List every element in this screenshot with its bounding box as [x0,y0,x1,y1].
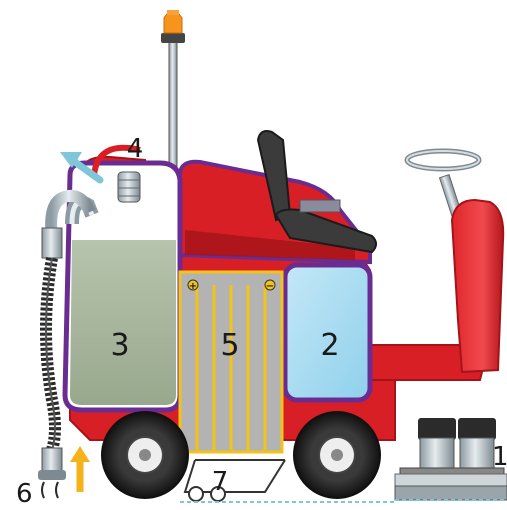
battery-plus-label: + [189,281,197,292]
label-6: 6 [16,479,33,509]
battery-minus-label: − [266,281,274,292]
scrub-deck [395,418,507,500]
rear-wheel [102,412,188,498]
front-console [452,200,503,372]
airflow-marks [42,482,58,498]
label-3: 3 [110,328,129,363]
beacon-light-icon [161,10,185,170]
front-wheel [294,412,380,498]
suction-arrow-icon [70,446,90,492]
label-1: 1 [492,442,507,472]
squeegee [185,460,285,501]
label-2: 2 [320,328,339,363]
label-7: 7 [212,467,229,497]
label-4: 4 [127,134,144,164]
label-5: 5 [220,328,239,363]
